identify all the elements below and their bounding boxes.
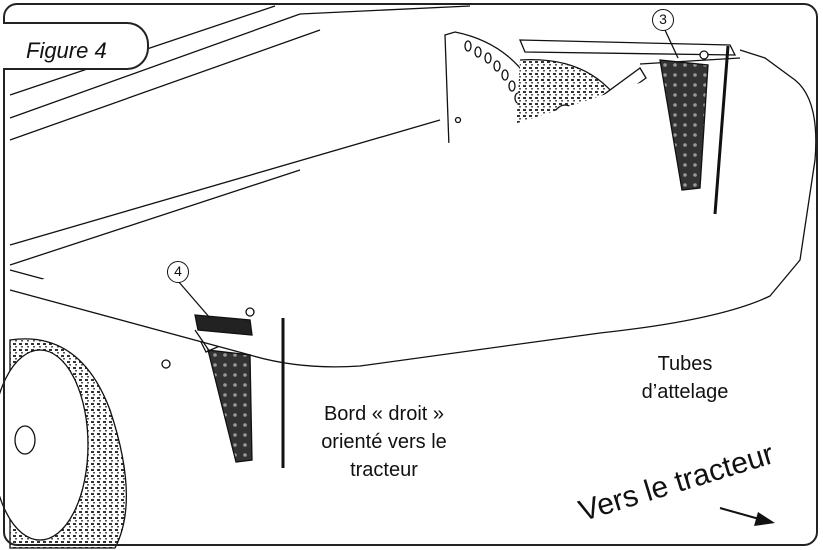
hitch-tubes-label-line-2: d’attelage — [641, 381, 729, 403]
left-wheel — [0, 338, 128, 549]
straight-edge-note-line-1: Bord « droit » — [323, 403, 445, 425]
reference-line-right — [713, 45, 730, 215]
callout-4: 4 — [167, 261, 189, 283]
figure-label: Figure 4 — [26, 38, 107, 63]
callout-3: 3 — [652, 9, 674, 31]
callout-3-leader — [664, 29, 679, 59]
straight-edge-note-line-2: orienté vers le — [321, 431, 447, 453]
hitch-tubes-label: Tubes d’attelage — [605, 350, 765, 410]
hitch-tubes-label-line-1: Tubes — [657, 353, 713, 375]
figure-frame — [3, 3, 818, 546]
figure-tab — [3, 22, 149, 70]
callout-4-leader — [177, 280, 211, 319]
hitch-frame — [9, 39, 817, 368]
straight-edge-note-line-3: tracteur — [350, 459, 418, 481]
straight-edge-note: Bord « droit » orienté vers le tracteur — [300, 400, 468, 492]
bracket-3 — [659, 50, 709, 191]
bracket-4 — [161, 307, 255, 463]
arrow-right-icon — [719, 507, 775, 526]
